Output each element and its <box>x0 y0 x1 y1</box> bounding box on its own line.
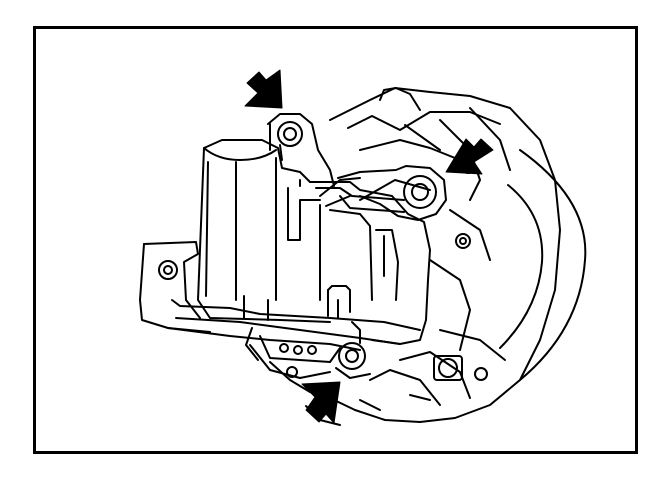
arrow-top <box>244 69 283 109</box>
arrow-right <box>445 138 494 175</box>
transmission-case <box>245 87 587 426</box>
actuator-body <box>139 113 447 379</box>
arrow-bottom <box>301 381 341 424</box>
diagram-frame <box>33 26 638 454</box>
